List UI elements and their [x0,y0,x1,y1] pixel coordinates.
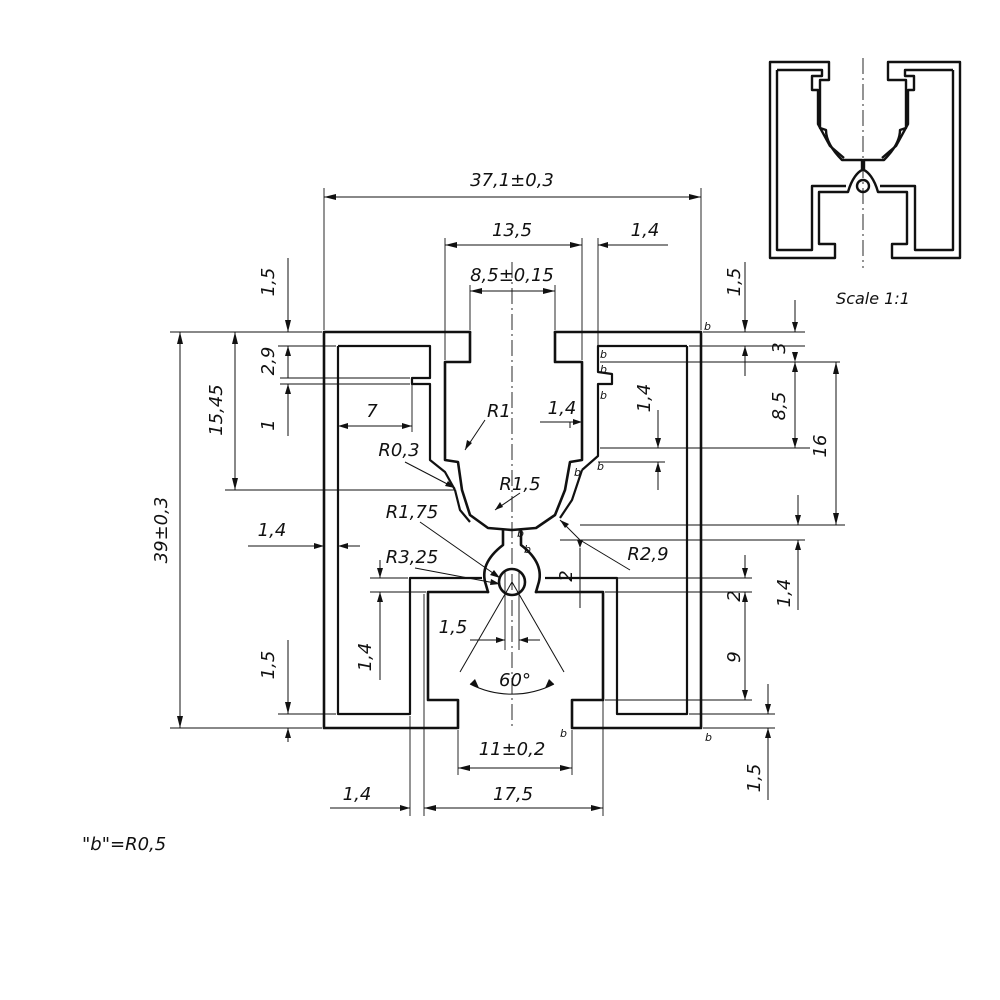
dim-top-left-thickness: 1,5 [258,268,279,297]
dim-slot-width: 11±0,2 [479,739,546,760]
radius-marker: b [574,466,581,479]
dim-notch-small: 1 [258,419,279,430]
dim-radius-3-25: R3,25 [386,547,439,568]
dim-overall-width: 37,1±0,3 [470,170,554,191]
dim-radius-1-5: R1,5 [499,474,540,495]
dim-overall-height: 39±0,3 [151,497,172,564]
dim-right-3: 3 [769,342,790,353]
radius-marker: b [560,727,567,740]
radius-marker: b [705,731,712,744]
dim-mid-2-b: 2 [724,590,745,601]
dim-right-1-4-lower: 1,4 [774,579,795,608]
dim-bottom-right-1-5: 1,5 [744,764,765,793]
dim-radius-1-75: R1,75 [386,502,439,523]
dim-left-depth: 7 [366,401,378,422]
dim-bottom-left-1-5: 1,5 [258,651,279,680]
dim-left-wall: 1,4 [258,520,287,541]
dim-notch-top: 2,9 [258,347,279,376]
radius-note: "b"=R0,5 [82,834,166,855]
profile-outline [322,330,703,730]
scale-label: Scale 1:1 [836,289,910,308]
dim-offset-15-45: 15,45 [206,384,227,436]
dim-top-right-thickness: 1,5 [724,268,745,297]
dim-center-1-5: 1,5 [439,617,468,638]
dim-bottom-17-5: 17,5 [493,784,533,805]
dim-radius-2-9: R2,9 [627,544,668,565]
dim-right-8-5: 8,5 [769,392,790,421]
radius-marker: b [597,460,604,473]
radius-marker: b [517,527,524,540]
dim-channel-width: 13,5 [492,220,532,241]
dim-inner-wall: 1,4 [548,398,577,419]
dim-radius-1: R1 [487,401,511,422]
dim-neck-width: 8,5±0,15 [470,265,554,286]
radius-marker: b [524,543,531,556]
dim-lower-left-1-4: 1,4 [355,643,376,672]
dim-radius-0-3: R0,3 [378,440,419,461]
radius-marker: b [600,348,607,361]
dimension-lines [170,188,845,816]
radius-markers: b b b b b b b b b b [517,320,712,744]
dim-angle-60: 60° [499,670,531,691]
radius-marker: b [600,363,607,376]
dim-right-9: 9 [724,651,745,662]
dim-right-16: 16 [810,435,831,458]
dim-right-1-4-upper: 1,4 [634,384,655,413]
scale-inset: Scale 1:1 [768,58,962,308]
dim-right-wall-gap: 1,4 [631,220,660,241]
dimension-labels: 37,1±0,3 13,5 1,4 8,5±0,15 1,5 2,9 1 15,… [151,170,831,805]
radius-marker: b [600,389,607,402]
dim-mid-2-a: 2 [556,570,577,581]
dim-bottom-1-4: 1,4 [343,784,372,805]
radius-marker: b [704,320,711,333]
